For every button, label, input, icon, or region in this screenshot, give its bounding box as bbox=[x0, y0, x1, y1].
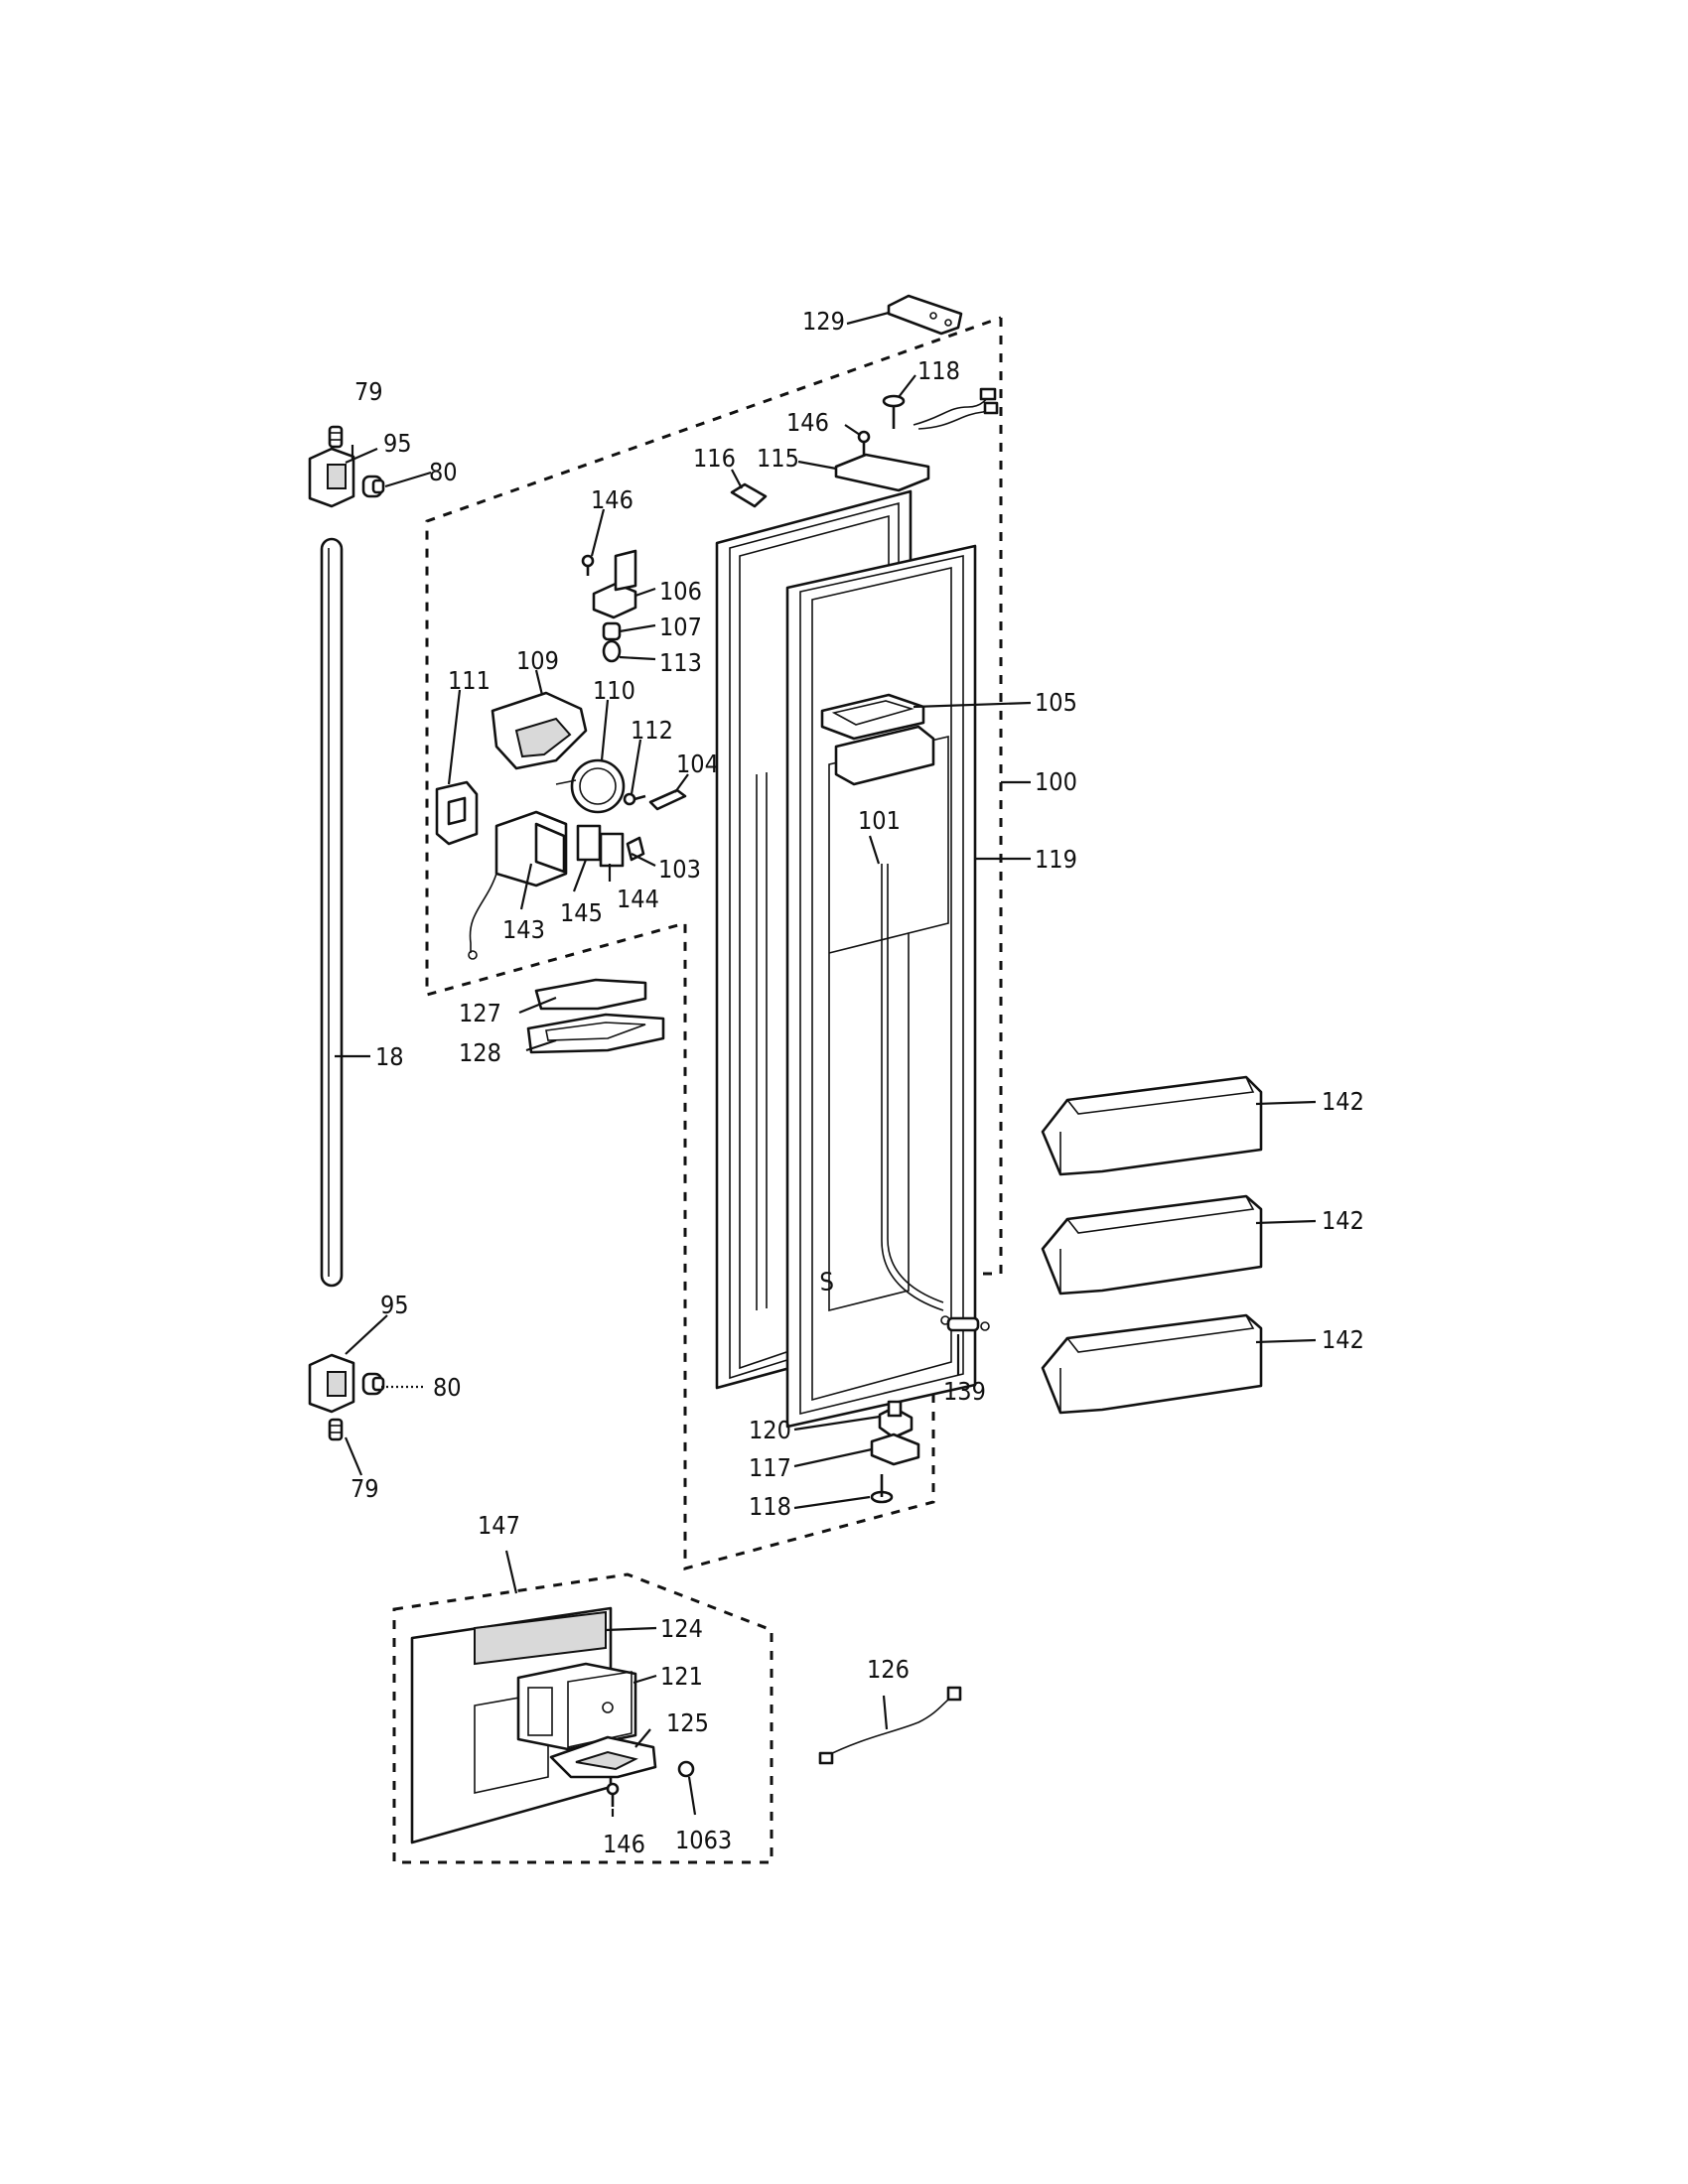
leader-lines bbox=[335, 311, 1317, 1817]
callout-labels: 129 118 146 116 115 79 95 80 146 106 107… bbox=[351, 307, 1364, 1858]
switch-cover-part bbox=[599, 832, 625, 868]
small-screw-mid-part bbox=[581, 554, 595, 576]
pin-top-part bbox=[328, 425, 344, 449]
water-fitting-part bbox=[940, 1315, 990, 1332]
handle-bracket-bottom-part bbox=[308, 1353, 355, 1414]
callout-144: 144 bbox=[617, 885, 659, 913]
callout-107: 107 bbox=[659, 613, 702, 641]
water-tube-part bbox=[881, 864, 944, 1311]
water-tube-inner-line bbox=[887, 864, 944, 1303]
callout-112: 112 bbox=[631, 716, 673, 745]
callout-80-top: 80 bbox=[429, 458, 458, 486]
top-hinge-part bbox=[887, 294, 963, 336]
callout-95-top: 95 bbox=[383, 429, 412, 458]
callout-142-b: 142 bbox=[1322, 1206, 1364, 1235]
door-bin-lower-part bbox=[1041, 1313, 1263, 1415]
dispenser-frame-part bbox=[820, 693, 935, 786]
callout-79-top: 79 bbox=[354, 377, 383, 406]
bulb-part bbox=[602, 639, 622, 663]
callout-145: 145 bbox=[560, 898, 603, 927]
callout-101: 101 bbox=[858, 806, 901, 835]
callout-105: 105 bbox=[1035, 688, 1077, 717]
bushing-top-part bbox=[361, 475, 385, 498]
callout-104: 104 bbox=[676, 750, 719, 778]
funnel-part bbox=[491, 691, 588, 770]
callout-120: 120 bbox=[749, 1416, 791, 1444]
wire-harness-bottom-part bbox=[818, 1686, 962, 1765]
callout-126: 126 bbox=[867, 1655, 910, 1684]
door-bin-middle-part bbox=[1041, 1194, 1263, 1296]
callout-142-a: 142 bbox=[1322, 1087, 1364, 1116]
small-screw-top-part bbox=[857, 430, 871, 455]
callout-79-bot: 79 bbox=[351, 1474, 379, 1503]
callout-118-bot: 118 bbox=[749, 1492, 791, 1521]
callout-146-bot: 146 bbox=[603, 1830, 645, 1858]
hinge-bracket-part bbox=[834, 453, 930, 492]
callout-124: 124 bbox=[660, 1614, 703, 1643]
callout-116: 116 bbox=[693, 444, 736, 473]
callout-1063: 1063 bbox=[675, 1826, 732, 1854]
bottom-hinge-cam-part bbox=[878, 1400, 914, 1439]
callout-119: 119 bbox=[1035, 845, 1077, 874]
callout-121: 121 bbox=[660, 1662, 703, 1691]
door-assembly-boundary bbox=[425, 316, 1003, 1570]
dispenser-module-part bbox=[516, 1662, 637, 1751]
dispenser-assembly-boundary bbox=[392, 1572, 774, 1864]
actuator-plate-part bbox=[435, 780, 479, 846]
callout-125: 125 bbox=[666, 1708, 709, 1737]
callout-95-bot: 95 bbox=[380, 1291, 409, 1319]
callout-106: 106 bbox=[659, 577, 702, 606]
callout-127: 127 bbox=[459, 999, 501, 1027]
callout-113: 113 bbox=[659, 648, 702, 677]
svg-text:S: S bbox=[819, 1267, 835, 1297]
callout-110: 110 bbox=[593, 676, 635, 705]
dispenser-paddle-part bbox=[549, 1735, 657, 1779]
switch-part bbox=[576, 824, 602, 862]
hinge-screw-top-part bbox=[882, 394, 906, 429]
pin-bottom-part bbox=[328, 1418, 344, 1441]
drip-tray-cover-part bbox=[534, 978, 647, 1011]
hinge-screw-bottom-part bbox=[870, 1474, 894, 1504]
callout-118-top: 118 bbox=[917, 356, 960, 385]
callout-142-c: 142 bbox=[1322, 1325, 1364, 1354]
callout-80-bot: 80 bbox=[433, 1373, 462, 1402]
callout-103: 103 bbox=[658, 855, 701, 884]
drip-tray-part bbox=[526, 1013, 665, 1054]
solenoid-bracket-part bbox=[592, 549, 637, 619]
housing-part bbox=[468, 810, 568, 960]
bottom-hinge-part bbox=[870, 1433, 920, 1466]
callout-117: 117 bbox=[749, 1453, 791, 1482]
callout-128: 128 bbox=[459, 1038, 501, 1067]
callout-111: 111 bbox=[448, 666, 491, 695]
callout-146-top: 146 bbox=[786, 408, 829, 437]
callout-143: 143 bbox=[502, 915, 545, 944]
motor-ring-part bbox=[555, 758, 626, 814]
screw-1063-part bbox=[677, 1760, 695, 1778]
callout-129: 129 bbox=[802, 307, 845, 336]
callout-109: 109 bbox=[516, 646, 559, 675]
handle-rod-part bbox=[320, 537, 344, 1288]
handle-bracket-top-part bbox=[308, 447, 355, 508]
small-screw-side-part bbox=[623, 792, 646, 806]
actuator-paddle-part bbox=[648, 788, 687, 811]
wire-harness-top-part bbox=[913, 387, 999, 430]
callout-115: 115 bbox=[757, 444, 799, 473]
lamp-socket-part bbox=[602, 621, 622, 641]
door-plug-part bbox=[730, 482, 768, 508]
door-bin-upper-part bbox=[1041, 1075, 1263, 1176]
small-screw-bottom-part bbox=[606, 1782, 620, 1807]
callout-147: 147 bbox=[478, 1511, 520, 1540]
bushing-bottom-part bbox=[361, 1372, 385, 1396]
callout-146-mid: 146 bbox=[591, 485, 633, 514]
callout-18: 18 bbox=[375, 1042, 404, 1071]
callout-139: 139 bbox=[943, 1377, 986, 1406]
dispenser-cover-part bbox=[410, 1606, 613, 1844]
callout-100: 100 bbox=[1035, 767, 1077, 796]
